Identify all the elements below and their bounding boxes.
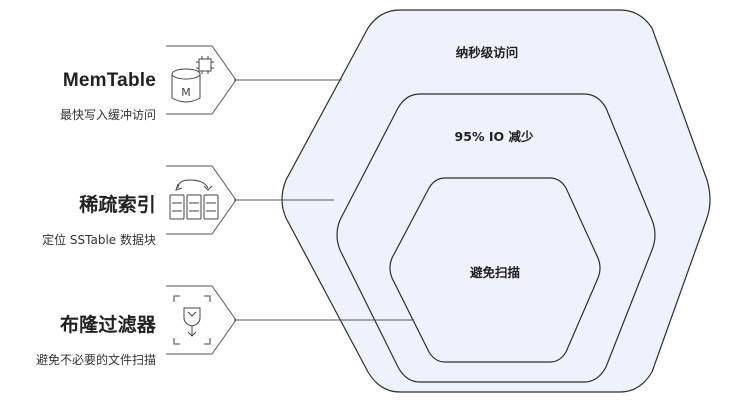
inner-layer-label: 避免扫描 xyxy=(469,265,520,280)
item-title-sparse-index: 稀疏索引 xyxy=(79,195,156,216)
outer-layer-label: 纳秒级访问 xyxy=(455,45,519,60)
item-title-memtable: MemTable xyxy=(62,70,156,91)
icon-frame-1 xyxy=(166,45,237,115)
label-block-bloom-filter: 布隆过滤器 避免不必要的文件扫描 xyxy=(36,310,156,368)
item-subtitle-memtable: 最快写入缓冲访问 xyxy=(59,108,156,122)
label-block-memtable: MemTable 最快写入缓冲访问 xyxy=(60,70,156,123)
item-subtitle-sparse-index: 定位 SSTable 数据块 xyxy=(42,233,156,247)
label-block-sparse-index: 稀疏索引 定位 SSTable 数据块 xyxy=(42,190,156,248)
icon-frame-3 xyxy=(166,285,237,355)
middle-layer-label: 95% IO 减少 xyxy=(454,129,534,144)
icon-frame-2 xyxy=(166,165,237,235)
index-blocks-icon xyxy=(169,179,219,220)
database-chip-icon: M xyxy=(171,56,214,103)
database-letter: M xyxy=(181,86,191,99)
inner-hexagon xyxy=(389,177,601,363)
filter-funnel-icon xyxy=(173,295,211,345)
item-title-bloom-filter: 布隆过滤器 xyxy=(59,315,156,336)
item-subtitle-bloom-filter: 避免不必要的文件扫描 xyxy=(35,353,156,367)
